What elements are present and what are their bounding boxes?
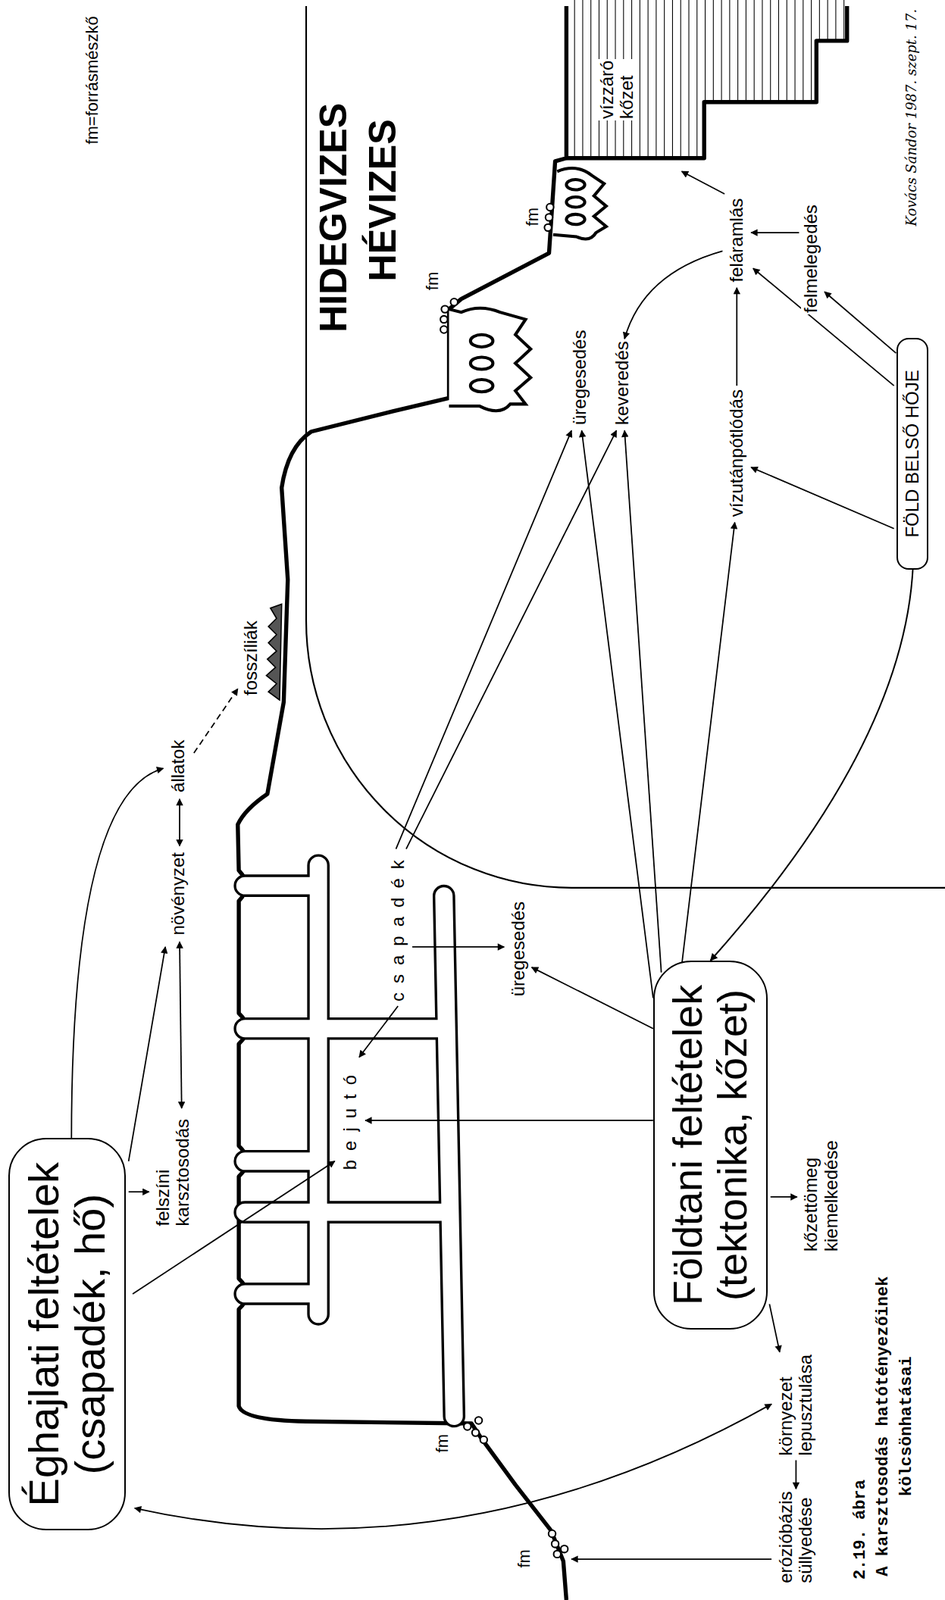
fault-step: [566, 6, 847, 159]
condition-box: Földtani feltételek(tektonika, kőzet): [653, 960, 768, 1330]
fm-marker: fm: [433, 1433, 452, 1455]
fossil-deposit: [265, 603, 282, 701]
hatch-lines: [574, 0, 845, 159]
process-label: fosszíliák: [240, 619, 261, 698]
figure-caption: A karsztosodás hatótényezőinek kölcsönha…: [872, 1273, 920, 1581]
node-text: (tektonika, kőzet): [710, 985, 755, 1306]
node-text: Éghajlati feltételek: [20, 1162, 68, 1508]
process-label: üregesedés: [508, 900, 529, 999]
cave-system: [244, 865, 454, 1417]
zone-label: HIDEGVIZES: [314, 100, 353, 335]
cave-hole: [566, 197, 585, 207]
cave-hole: [566, 179, 585, 190]
flow-label: bejutó: [340, 1064, 360, 1172]
condition-box: Éghajlati feltételek(csapadék, hő): [8, 1138, 126, 1532]
fm-marker: fm: [423, 270, 442, 292]
process-label: keveredés: [612, 339, 633, 427]
process-label: erózióbázis süllyedése: [776, 1489, 817, 1585]
node-text: (csapadék, hő): [66, 1162, 114, 1508]
fm-marker: fm: [523, 206, 542, 228]
cave-outline: [244, 865, 454, 1417]
node-text: Földtani feltételek: [665, 985, 711, 1306]
process-label: felmelegedés: [801, 203, 821, 315]
process-label: feláramlás: [726, 197, 747, 285]
signature: Kovács Sándor 1987. szept. 17.: [904, 7, 920, 229]
node-text: FÖLD BELSŐ HŐJE: [901, 369, 924, 538]
spring-limestone: [440, 203, 568, 1559]
process-label: állatok: [168, 738, 188, 795]
thermal-cave: [449, 308, 532, 411]
impermeable-rock-hatch: [574, 0, 845, 159]
cave-hole: [470, 334, 494, 348]
process-label: környezet lepusztulása: [776, 1353, 817, 1458]
rock-label: vízzáró kőzet: [597, 59, 638, 121]
connector-arrow: [710, 569, 914, 961]
cave-hole: [566, 214, 585, 225]
source-box: FÖLD BELSŐ HŐJE: [896, 337, 930, 570]
figure-number: 2.19. ábra: [849, 1273, 874, 1581]
process-label: felszíni karsztosodás: [153, 1117, 194, 1228]
ground-profile: [237, 6, 567, 1600]
influence-arrows: [71, 171, 896, 1560]
zone-label: HÉVIZES: [363, 116, 402, 284]
cave-hole: [470, 356, 494, 370]
process-label: kőzettömeg kiemelkedése: [801, 1139, 842, 1254]
flow-label: csapadék: [388, 849, 408, 1004]
legend-note: fm=forrásmészkő: [83, 14, 102, 146]
cave-hole: [470, 379, 494, 392]
process-label: növényzet: [168, 851, 188, 937]
caption-block: 2.19. ábraA karsztosodás hatótényezőinek…: [849, 1273, 920, 1581]
fm-marker: fm: [515, 1548, 534, 1570]
thermal-cave: [553, 168, 607, 240]
process-label: üregesedés: [569, 328, 590, 427]
process-label: vízutánpótlódás: [726, 388, 747, 519]
cave-void: [244, 865, 454, 1417]
